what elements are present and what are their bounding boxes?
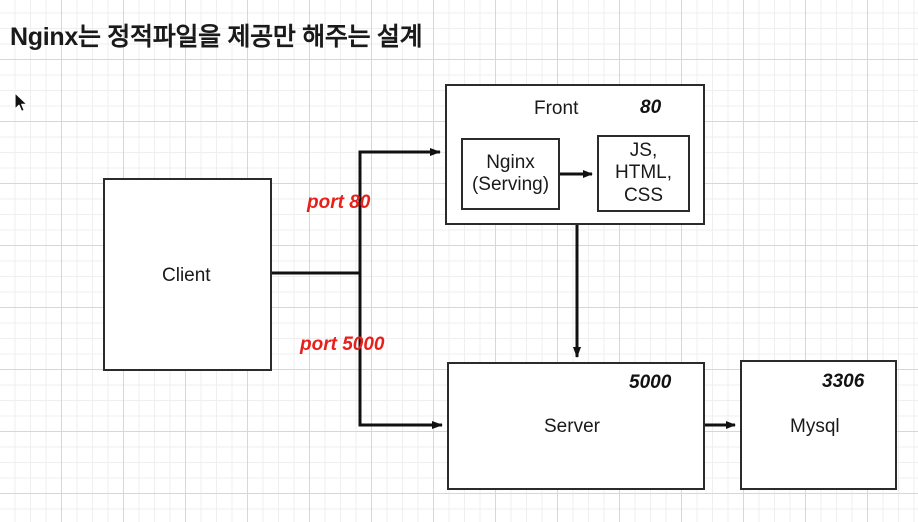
node-nginx-serving[interactable]: Nginx (Serving)	[461, 138, 560, 210]
mouse-pointer-icon	[14, 92, 28, 112]
node-server[interactable]	[447, 362, 705, 490]
node-front-port: 80	[640, 97, 662, 118]
node-static-assets-label: JS, HTML, CSS	[615, 140, 672, 206]
edge-label-port-80: port 80	[307, 192, 371, 213]
wire-trunk-to-front	[358, 148, 441, 273]
node-client[interactable]	[103, 178, 272, 371]
edge-label-port-5000: port 5000	[300, 334, 385, 355]
node-front-label: Front	[534, 98, 579, 119]
page-title: Nginx는 정적파일을 제공만 해주는 설계	[10, 23, 423, 51]
node-server-label: Server	[544, 416, 600, 437]
node-mysql[interactable]	[740, 360, 897, 490]
node-mysql-port: 3306	[822, 371, 865, 392]
node-client-label: Client	[162, 265, 211, 286]
node-server-port: 5000	[629, 372, 672, 393]
node-static-assets[interactable]: JS, HTML, CSS	[597, 135, 690, 212]
node-nginx-serving-label: Nginx (Serving)	[471, 151, 550, 195]
node-mysql-label: Mysql	[790, 416, 840, 437]
